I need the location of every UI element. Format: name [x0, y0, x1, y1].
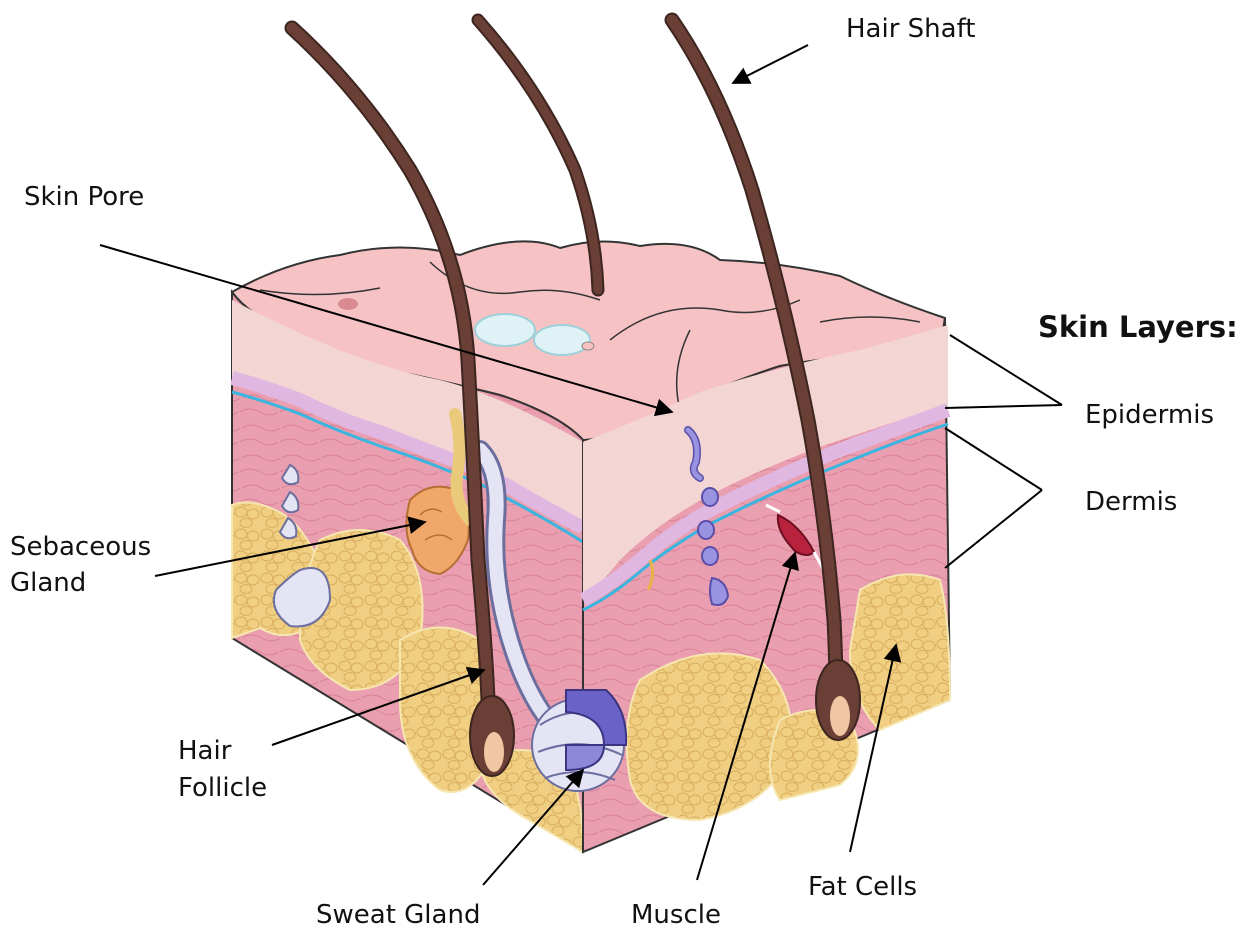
- sebaceous-gland-label-line1: Sebaceous: [10, 530, 151, 564]
- sweat-gland-label: Sweat Gland: [316, 898, 480, 932]
- muscle-label: Muscle: [631, 898, 721, 932]
- fat-cells-label: Fat Cells: [808, 870, 917, 904]
- hair-follicle-label-line2: Follicle: [178, 771, 267, 805]
- epidermis-line-bottom: [945, 405, 1062, 408]
- hair-shaft-label: Hair Shaft: [846, 12, 975, 46]
- dermis-line-top: [945, 428, 1042, 490]
- sebaceous-gland-label-line2: Gland: [10, 566, 86, 600]
- dermis-label: Dermis: [1085, 485, 1177, 519]
- dermis-line-bottom: [945, 490, 1042, 568]
- epidermis-label: Epidermis: [1085, 398, 1214, 432]
- skin-layers-title: Skin Layers:: [1038, 310, 1238, 344]
- hair-shaft-arrow: [733, 45, 808, 83]
- skin-pore-label: Skin Pore: [24, 180, 144, 214]
- hair-follicle-label-line1: Hair: [178, 734, 231, 768]
- epidermis-line-top: [950, 335, 1062, 405]
